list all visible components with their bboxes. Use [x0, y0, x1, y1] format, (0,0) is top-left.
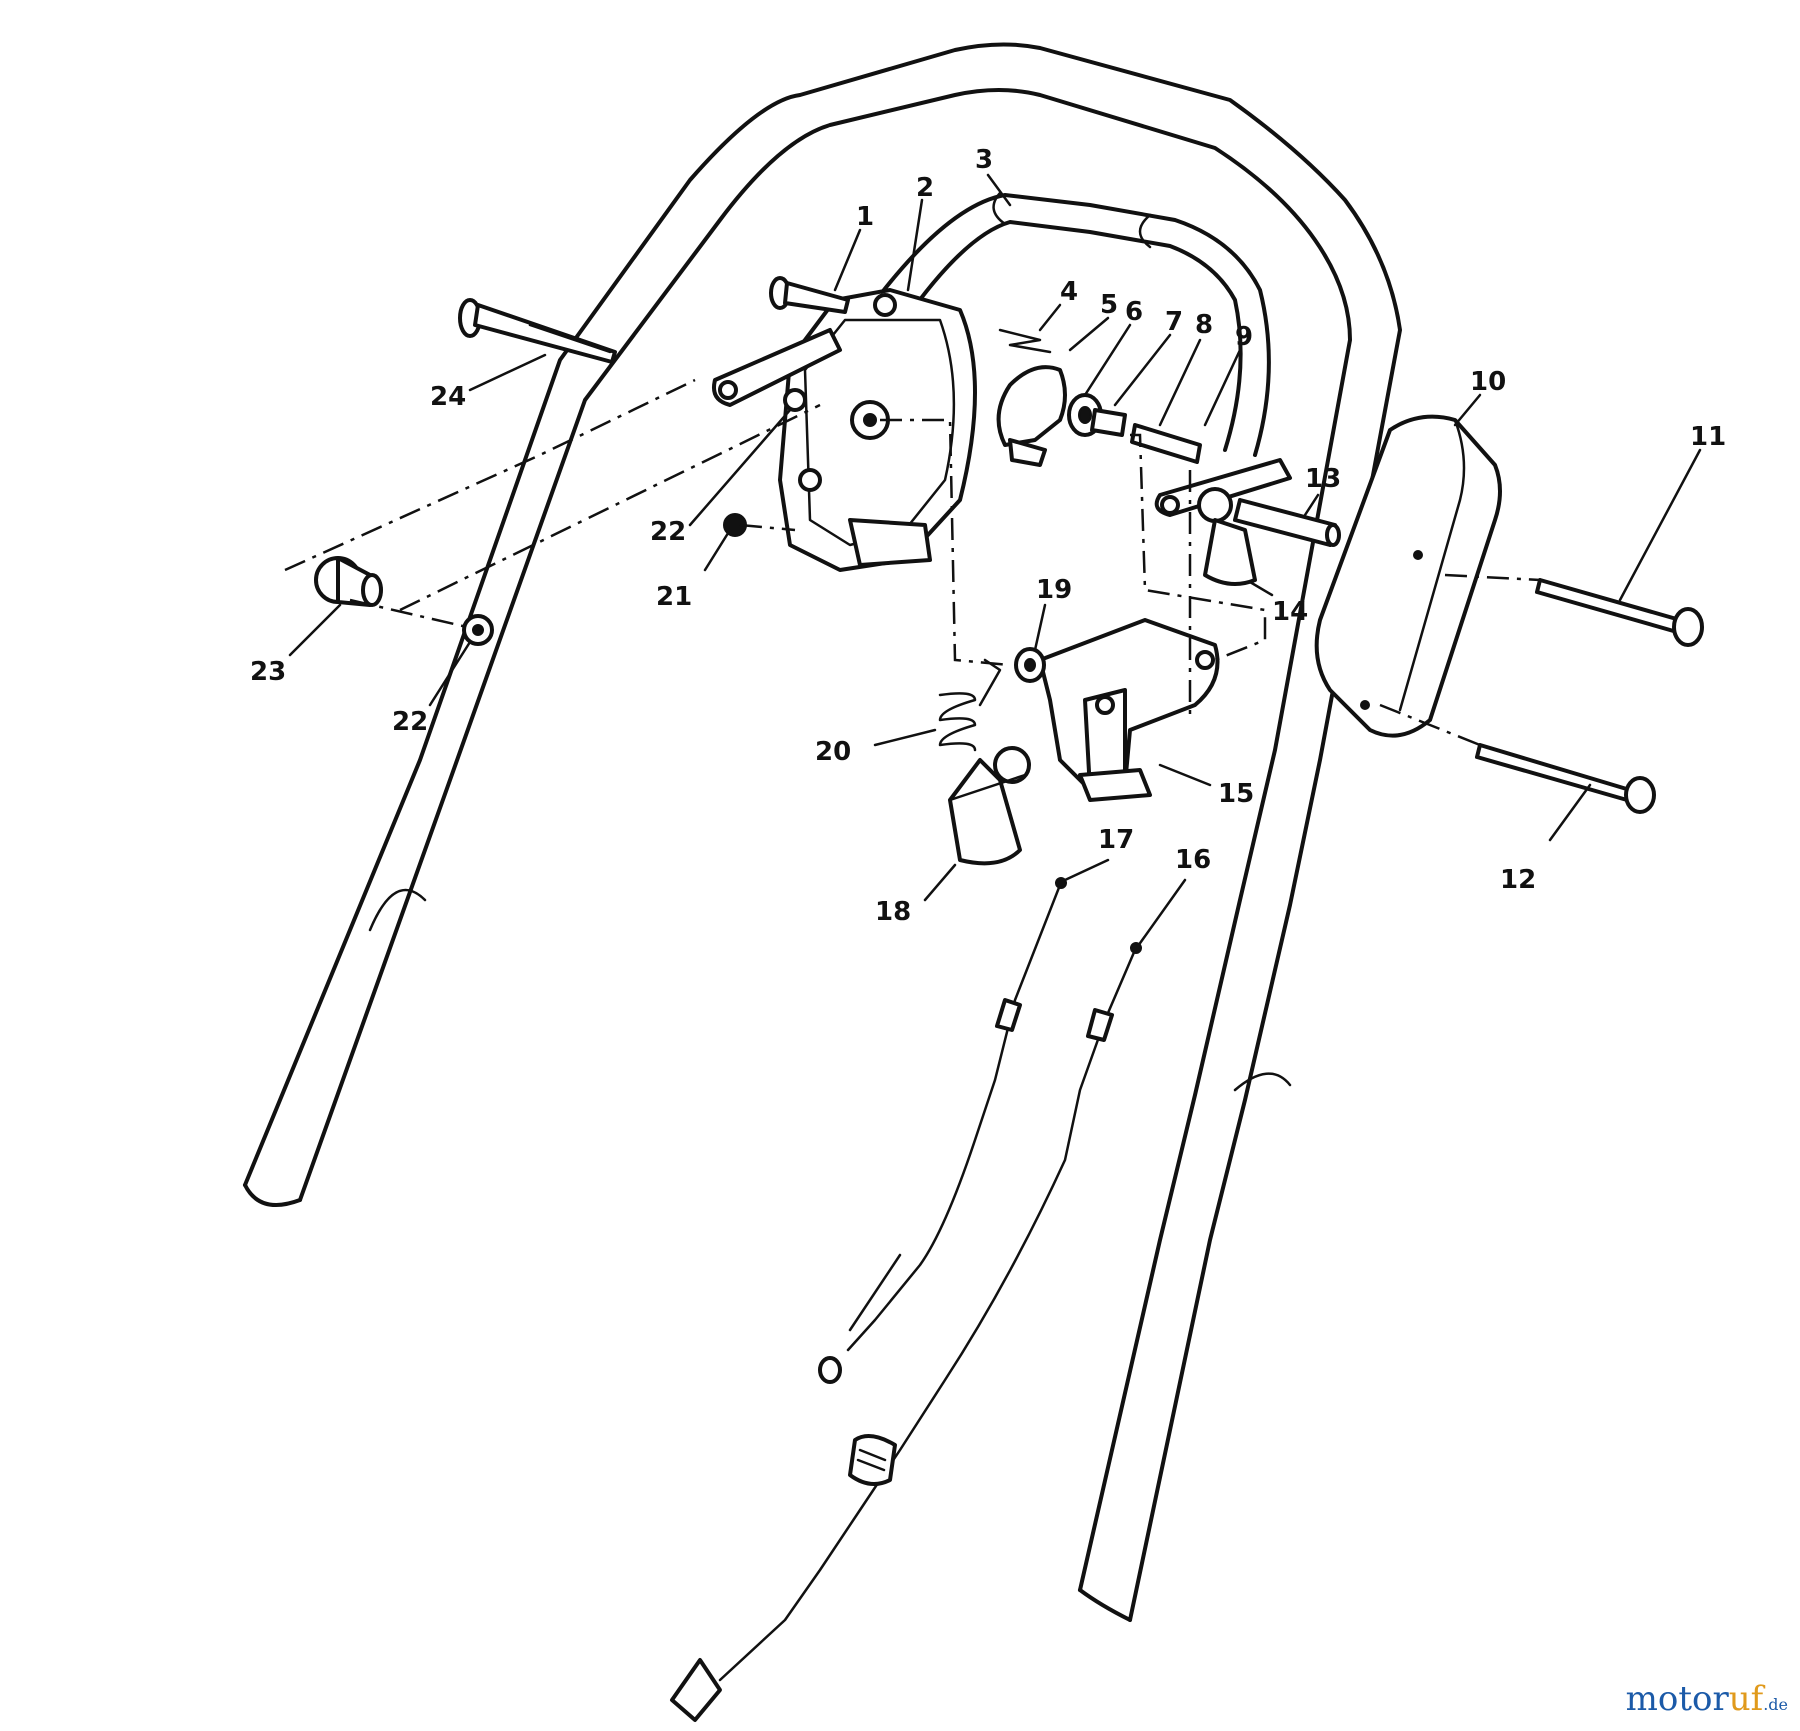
callout-7: 7: [1165, 307, 1183, 337]
callout-16: 16: [1175, 845, 1211, 875]
callout-9: 9: [1235, 322, 1253, 352]
callout-14: 14: [1272, 597, 1308, 627]
callout-15: 15: [1218, 779, 1254, 809]
callout-19: 19: [1036, 575, 1072, 605]
callout-23: 23: [250, 657, 286, 687]
callout-17: 17: [1098, 825, 1134, 855]
callout-2: 2: [916, 173, 934, 203]
bolt-12: [1475, 743, 1656, 814]
washer-19: [1014, 647, 1046, 683]
watermark-logo: motoruf.de: [1626, 1679, 1788, 1719]
cable-17: [818, 877, 1067, 1384]
link-arm: [712, 328, 842, 407]
bolt-short-1: [769, 276, 850, 314]
watermark-part2: uf: [1728, 1679, 1764, 1719]
watermark-part3: .de: [1763, 1695, 1788, 1714]
assembly-lines: [284, 378, 1541, 747]
cam-6: [996, 365, 1067, 467]
callout-3: 3: [975, 145, 993, 175]
callout-22-lower: 22: [392, 707, 428, 737]
callout-24: 24: [430, 382, 466, 412]
callout-13: 13: [1305, 464, 1341, 494]
callout-22-upper: 22: [650, 517, 686, 547]
spring-clip-4: [998, 328, 1052, 354]
leader-lines: [288, 173, 1702, 948]
callout-1: 1: [856, 202, 874, 232]
handle-tube-outer: [243, 42, 1402, 1622]
bolt-11: [1535, 578, 1704, 647]
latch-14: [1197, 487, 1257, 586]
bracket-15: [1038, 618, 1220, 802]
bushing-23: [314, 556, 383, 607]
callout-20: 20: [815, 737, 851, 767]
control-bail: [878, 191, 1271, 457]
callout-18: 18: [875, 897, 911, 927]
bolt-long-24: [458, 298, 617, 364]
cable-16: [670, 942, 1142, 1722]
lever-18: [948, 746, 1031, 866]
spacer-22-upper: [783, 388, 807, 412]
housing-left: [778, 288, 977, 572]
link-arm-hole: [718, 380, 738, 400]
pin-13: [1233, 498, 1341, 547]
spring-20: [938, 658, 1002, 752]
callout-8: 8: [1195, 310, 1213, 340]
watermark-part1: motor: [1625, 1679, 1729, 1719]
callout-5: 5: [1100, 290, 1118, 320]
callout-4: 4: [1060, 277, 1078, 307]
callout-labels: 1 2 3 4 5 6 7 8 9 10 11 12 13 14 15 16 1…: [250, 145, 1726, 927]
callout-11: 11: [1690, 422, 1726, 452]
callout-21: 21: [656, 582, 692, 612]
callout-12: 12: [1500, 865, 1536, 895]
callout-6: 6: [1125, 297, 1143, 327]
cover-10: [1314, 414, 1502, 738]
shaft-8: [1090, 408, 1202, 464]
callout-10: 10: [1470, 367, 1506, 397]
